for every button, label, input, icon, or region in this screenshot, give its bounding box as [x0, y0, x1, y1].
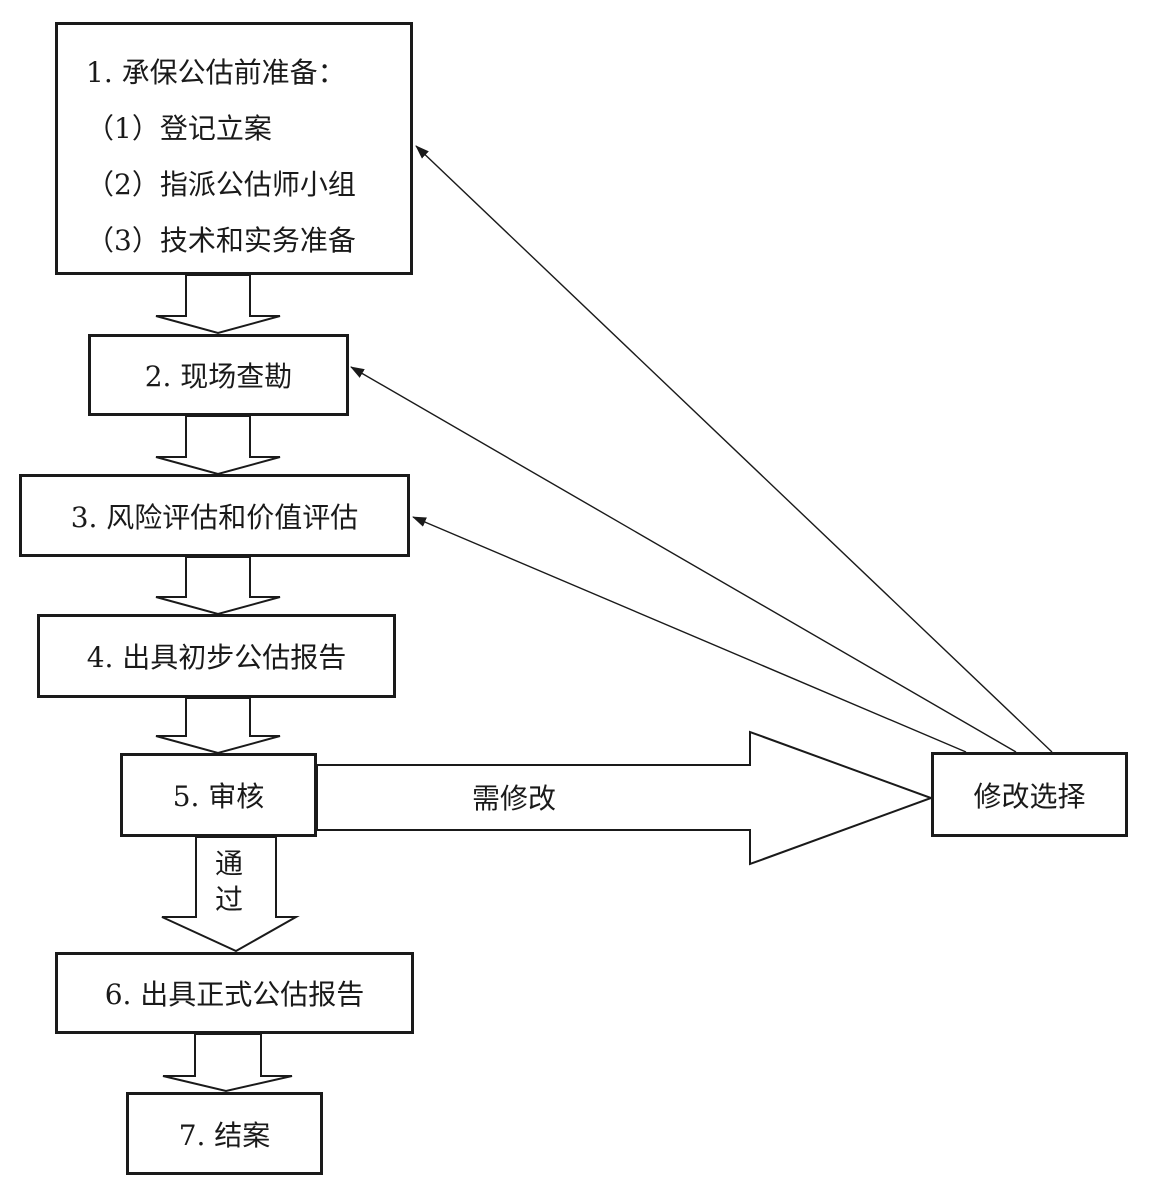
step5-label: 5. 审核 [172, 780, 265, 813]
arrow-1-to-2 [155, 274, 281, 335]
arrow-2-to-3 [155, 415, 281, 476]
feedback-line-to-step1 [415, 145, 1053, 753]
step1-title: 1. 承保公估前准备： [86, 56, 346, 89]
step4-label: 4. 出具初步公估报告 [86, 641, 347, 674]
step3-risk-value-assessment-box: 3. 风险评估和价值评估 [19, 474, 410, 557]
arrow-6-to-7 [162, 1033, 293, 1093]
step2-label: 2. 现场查勘 [144, 360, 293, 393]
step5-review-box: 5. 审核 [120, 753, 317, 837]
step4-preliminary-report-box: 4. 出具初步公估报告 [37, 614, 396, 698]
revise-choice-label: 修改选择 [973, 779, 1086, 813]
pass-label-char-1: 通 [214, 847, 243, 880]
feedback-line-to-step2 [350, 366, 1017, 753]
step6-formal-report-box: 6. 出具正式公估报告 [55, 952, 414, 1034]
step1-prepare-box: 1. 承保公估前准备： （1）登记立案 （2）指派公估师小组 （3）技术和实务准… [55, 22, 413, 275]
arrow-3-to-4 [155, 556, 281, 616]
step3-label: 3. 风险评估和价值评估 [70, 500, 359, 534]
arrow-4-to-5 [155, 697, 281, 755]
needs-revision-label: 需修改 [472, 782, 557, 815]
step7-label: 7. 结案 [178, 1118, 271, 1152]
step6-label: 6. 出具正式公估报告 [104, 978, 365, 1011]
pass-label: 通 过 [213, 846, 245, 918]
step1-item-tech-prep: （3）技术和实务准备 [86, 224, 356, 257]
arrow-5-to-6 [161, 836, 300, 953]
feedback-line-to-step3 [412, 516, 967, 753]
revise-choice-box: 修改选择 [931, 752, 1128, 837]
step1-item-register: （1）登记立案 [86, 112, 272, 145]
arrow-review-to-revise [316, 730, 934, 866]
step7-close-case-box: 7. 结案 [126, 1092, 323, 1175]
step1-item-assign-team: （2）指派公估师小组 [86, 168, 356, 201]
pass-label-char-2: 过 [214, 883, 243, 916]
step2-site-survey-box: 2. 现场查勘 [88, 334, 349, 416]
